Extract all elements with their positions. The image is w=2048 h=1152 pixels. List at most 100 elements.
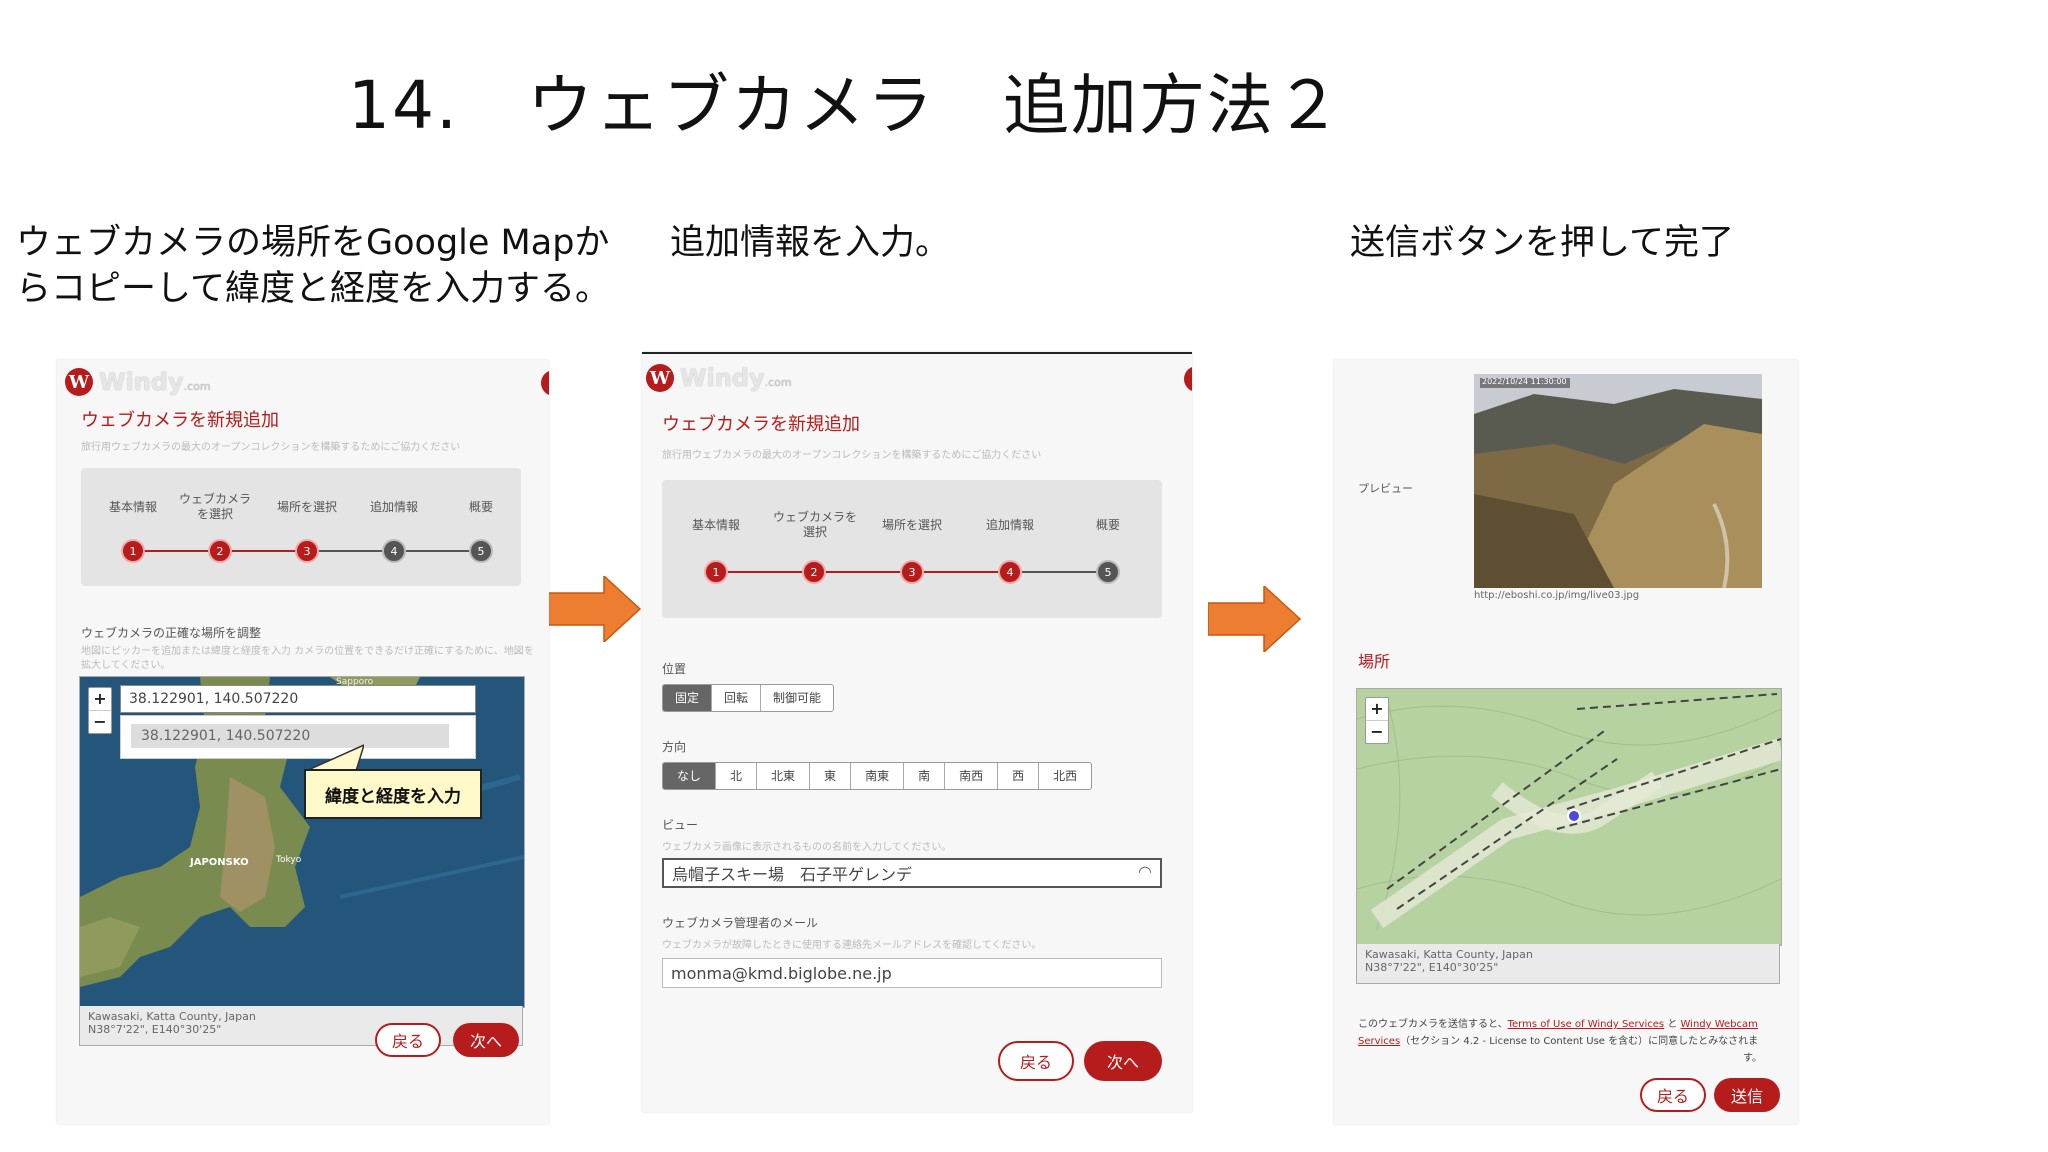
zoom-in-icon[interactable]: + <box>89 688 111 711</box>
step-label: 基本情報 <box>108 500 157 514</box>
map-info-box: Kawasaki, Katta County, Japan N38°7'22",… <box>79 1006 523 1046</box>
map-address: Kawasaki, Katta County, Japan <box>1365 948 1533 961</box>
caption-right: 送信ボタンを押して完了 <box>1350 223 1734 263</box>
windy-logo-icon: W <box>646 364 674 392</box>
position-label: 位置 <box>662 662 687 676</box>
webcam-services-link[interactable]: Services <box>1358 1036 1401 1047</box>
autocomplete-option[interactable]: 38.122901, 140.507220 <box>131 724 449 748</box>
step-label: ウェブカメラを選択 <box>178 492 251 521</box>
preview-url: http://eboshi.co.jp/img/live03.jpg <box>1474 590 1640 601</box>
slide-title: 14. ウェブカメラ 追加方法２ <box>348 67 1343 144</box>
autocomplete-dropdown: 38.122901, 140.507220 <box>120 715 476 759</box>
step-dot[interactable]: 5 <box>1096 560 1120 584</box>
section-hint: 拡大してください。 <box>81 660 171 671</box>
section-hint: 地図にピッカーを追加または緯度と経度を入力 カメラの位置をできるだけ正確にするた… <box>81 646 534 657</box>
screenshot-panel-additional-info: W Windy.com ウェブカメラを新規追加 旅行用ウェブカメラの最大のオープ… <box>642 352 1192 1112</box>
arrow-right-icon <box>548 576 642 642</box>
location-map[interactable]: + − <box>1356 688 1782 946</box>
back-button[interactable]: 戻る <box>998 1041 1074 1081</box>
step-label: 追加情報 <box>369 500 418 514</box>
zoom-controls: + − <box>1365 697 1389 744</box>
brand-suffix: .com <box>764 376 792 389</box>
map-coordinates: N38°7'22", E140°30'25" <box>88 1023 222 1036</box>
direction-option[interactable]: 北 <box>716 763 758 789</box>
email-label: ウェブカメラ管理者のメール <box>662 916 819 930</box>
submit-button[interactable]: 送信 <box>1714 1078 1780 1112</box>
position-segmented-control: 固定 回転 制御可能 <box>662 684 835 712</box>
terms-link[interactable]: Terms of Use of Windy Services <box>1507 1019 1665 1030</box>
direction-option[interactable]: 南西 <box>945 763 999 789</box>
direction-option[interactable]: なし <box>663 763 717 789</box>
map-label-tokyo: Tokyo <box>276 855 302 865</box>
back-button[interactable]: 戻る <box>1640 1078 1706 1112</box>
page-subtitle: 旅行用ウェブカメラの最大のオープンコレクションを構築するためにご協力ください <box>81 442 461 453</box>
zoom-controls: + − <box>88 687 112 734</box>
step-label: 基本情報 <box>691 518 740 532</box>
zoom-out-icon[interactable]: − <box>93 712 107 731</box>
step-label: 概要 <box>468 500 493 514</box>
brand-name: Windy <box>99 368 184 396</box>
step-dot[interactable]: 2 <box>208 539 232 563</box>
map-info-box: Kawasaki, Katta County, Japan N38°7'22",… <box>1356 944 1780 984</box>
map-label-sapporo: Sapporo <box>336 677 374 687</box>
next-button[interactable]: 次へ <box>1084 1041 1162 1081</box>
terms-notice: このウェブカメラを送信すると、Terms of Use of Windy Ser… <box>1358 1016 1782 1067</box>
preview-label: プレビュー <box>1358 482 1413 495</box>
next-button[interactable]: 次へ <box>453 1023 519 1057</box>
location-marker-icon[interactable] <box>1567 809 1581 823</box>
position-option-rotating[interactable]: 回転 <box>712 685 762 711</box>
direction-option[interactable]: 南 <box>904 763 946 789</box>
step-label: ウェブカメラを選択 <box>772 510 857 539</box>
step-label: 概要 <box>1095 518 1120 532</box>
position-option-controllable[interactable]: 制御可能 <box>773 691 822 705</box>
step-dot[interactable]: 1 <box>704 560 728 584</box>
terms-text: このウェブカメラを送信すると、 <box>1358 1019 1508 1030</box>
user-menu-icon[interactable] <box>1184 366 1192 392</box>
view-label: ビュー <box>662 818 699 832</box>
step-dot[interactable]: 4 <box>998 560 1022 584</box>
direction-option[interactable]: 南東 <box>851 763 905 789</box>
view-hint: ウェブカメラ画像に表示されるものの名前を入力してください。 <box>662 842 952 853</box>
direction-segmented-control: なし 北 北東 東 南東 南 南西 西 北西 <box>662 762 1093 790</box>
step-dot[interactable]: 3 <box>900 560 924 584</box>
zoom-out-icon[interactable]: − <box>1370 722 1384 741</box>
terms-text: （セクション 4.2 - License to Content Use を含む）… <box>1400 1036 1759 1047</box>
screenshot-panel-summary: プレビュー 2022/10/24 11:30:00 http://eboshi.… <box>1334 360 1798 1124</box>
step-dot[interactable]: 5 <box>469 539 493 563</box>
preview-timestamp: 2022/10/24 11:30:00 <box>1482 377 1567 386</box>
location-label: 場所 <box>1358 652 1391 671</box>
position-option-fixed[interactable]: 固定 <box>663 685 713 711</box>
email-input[interactable]: monma@kmd.biglobe.ne.jp <box>662 958 1162 988</box>
brand-name: Windy <box>680 364 765 392</box>
coordinates-input[interactable]: 38.122901, 140.507220 <box>120 685 476 713</box>
direction-option[interactable]: 東 <box>810 763 852 789</box>
loading-spinner-icon: ◠ <box>1138 862 1152 881</box>
caption-left: ウェブカメラの場所をGoogle Mapか らコピーして緯度と経度を入力する。 <box>16 220 610 312</box>
terms-text: と <box>1664 1019 1681 1030</box>
user-menu-icon[interactable] <box>541 370 549 396</box>
page-title: ウェブカメラを新規追加 <box>662 414 860 435</box>
step-dot[interactable]: 3 <box>295 539 319 563</box>
map-address: Kawasaki, Katta County, Japan <box>88 1010 256 1023</box>
view-name-input[interactable]: 烏帽子スキー場 石子平ゲレンデ ◠ <box>662 858 1162 888</box>
zoom-in-icon[interactable]: + <box>1366 698 1388 721</box>
webcam-services-link[interactable]: Windy Webcam <box>1680 1019 1758 1030</box>
step-dot[interactable]: 2 <box>802 560 826 584</box>
map-label-country: JAPONSKO <box>190 857 249 868</box>
step-label: 場所を選択 <box>276 500 337 514</box>
direction-option[interactable]: 西 <box>998 763 1040 789</box>
section-label: ウェブカメラの正確な場所を調整 <box>81 626 262 640</box>
step-dot[interactable]: 1 <box>121 539 145 563</box>
direction-option[interactable]: 北西 <box>1053 769 1078 783</box>
step-dot[interactable]: 4 <box>382 539 406 563</box>
direction-option[interactable]: 北東 <box>757 763 811 789</box>
location-map[interactable]: + − 38.122901, 140.507220 38.122901, 140… <box>79 676 525 1008</box>
screenshot-panel-location: W Windy.com ウェブカメラを新規追加 旅行用ウェブカメラの最大のオープ… <box>57 360 549 1124</box>
callout-label: 緯度と経度を入力 <box>304 769 482 819</box>
arrow-right-icon <box>1208 586 1302 652</box>
step-remaining-line <box>1010 571 1108 573</box>
email-hint: ウェブカメラが故障したときに使用する連絡先メールアドレスを確認してください。 <box>662 940 1042 951</box>
back-button[interactable]: 戻る <box>375 1023 441 1057</box>
map-coordinates: N38°7'22", E140°30'25" <box>1365 961 1499 974</box>
view-name-value: 烏帽子スキー場 石子平ゲレンデ <box>672 865 913 884</box>
